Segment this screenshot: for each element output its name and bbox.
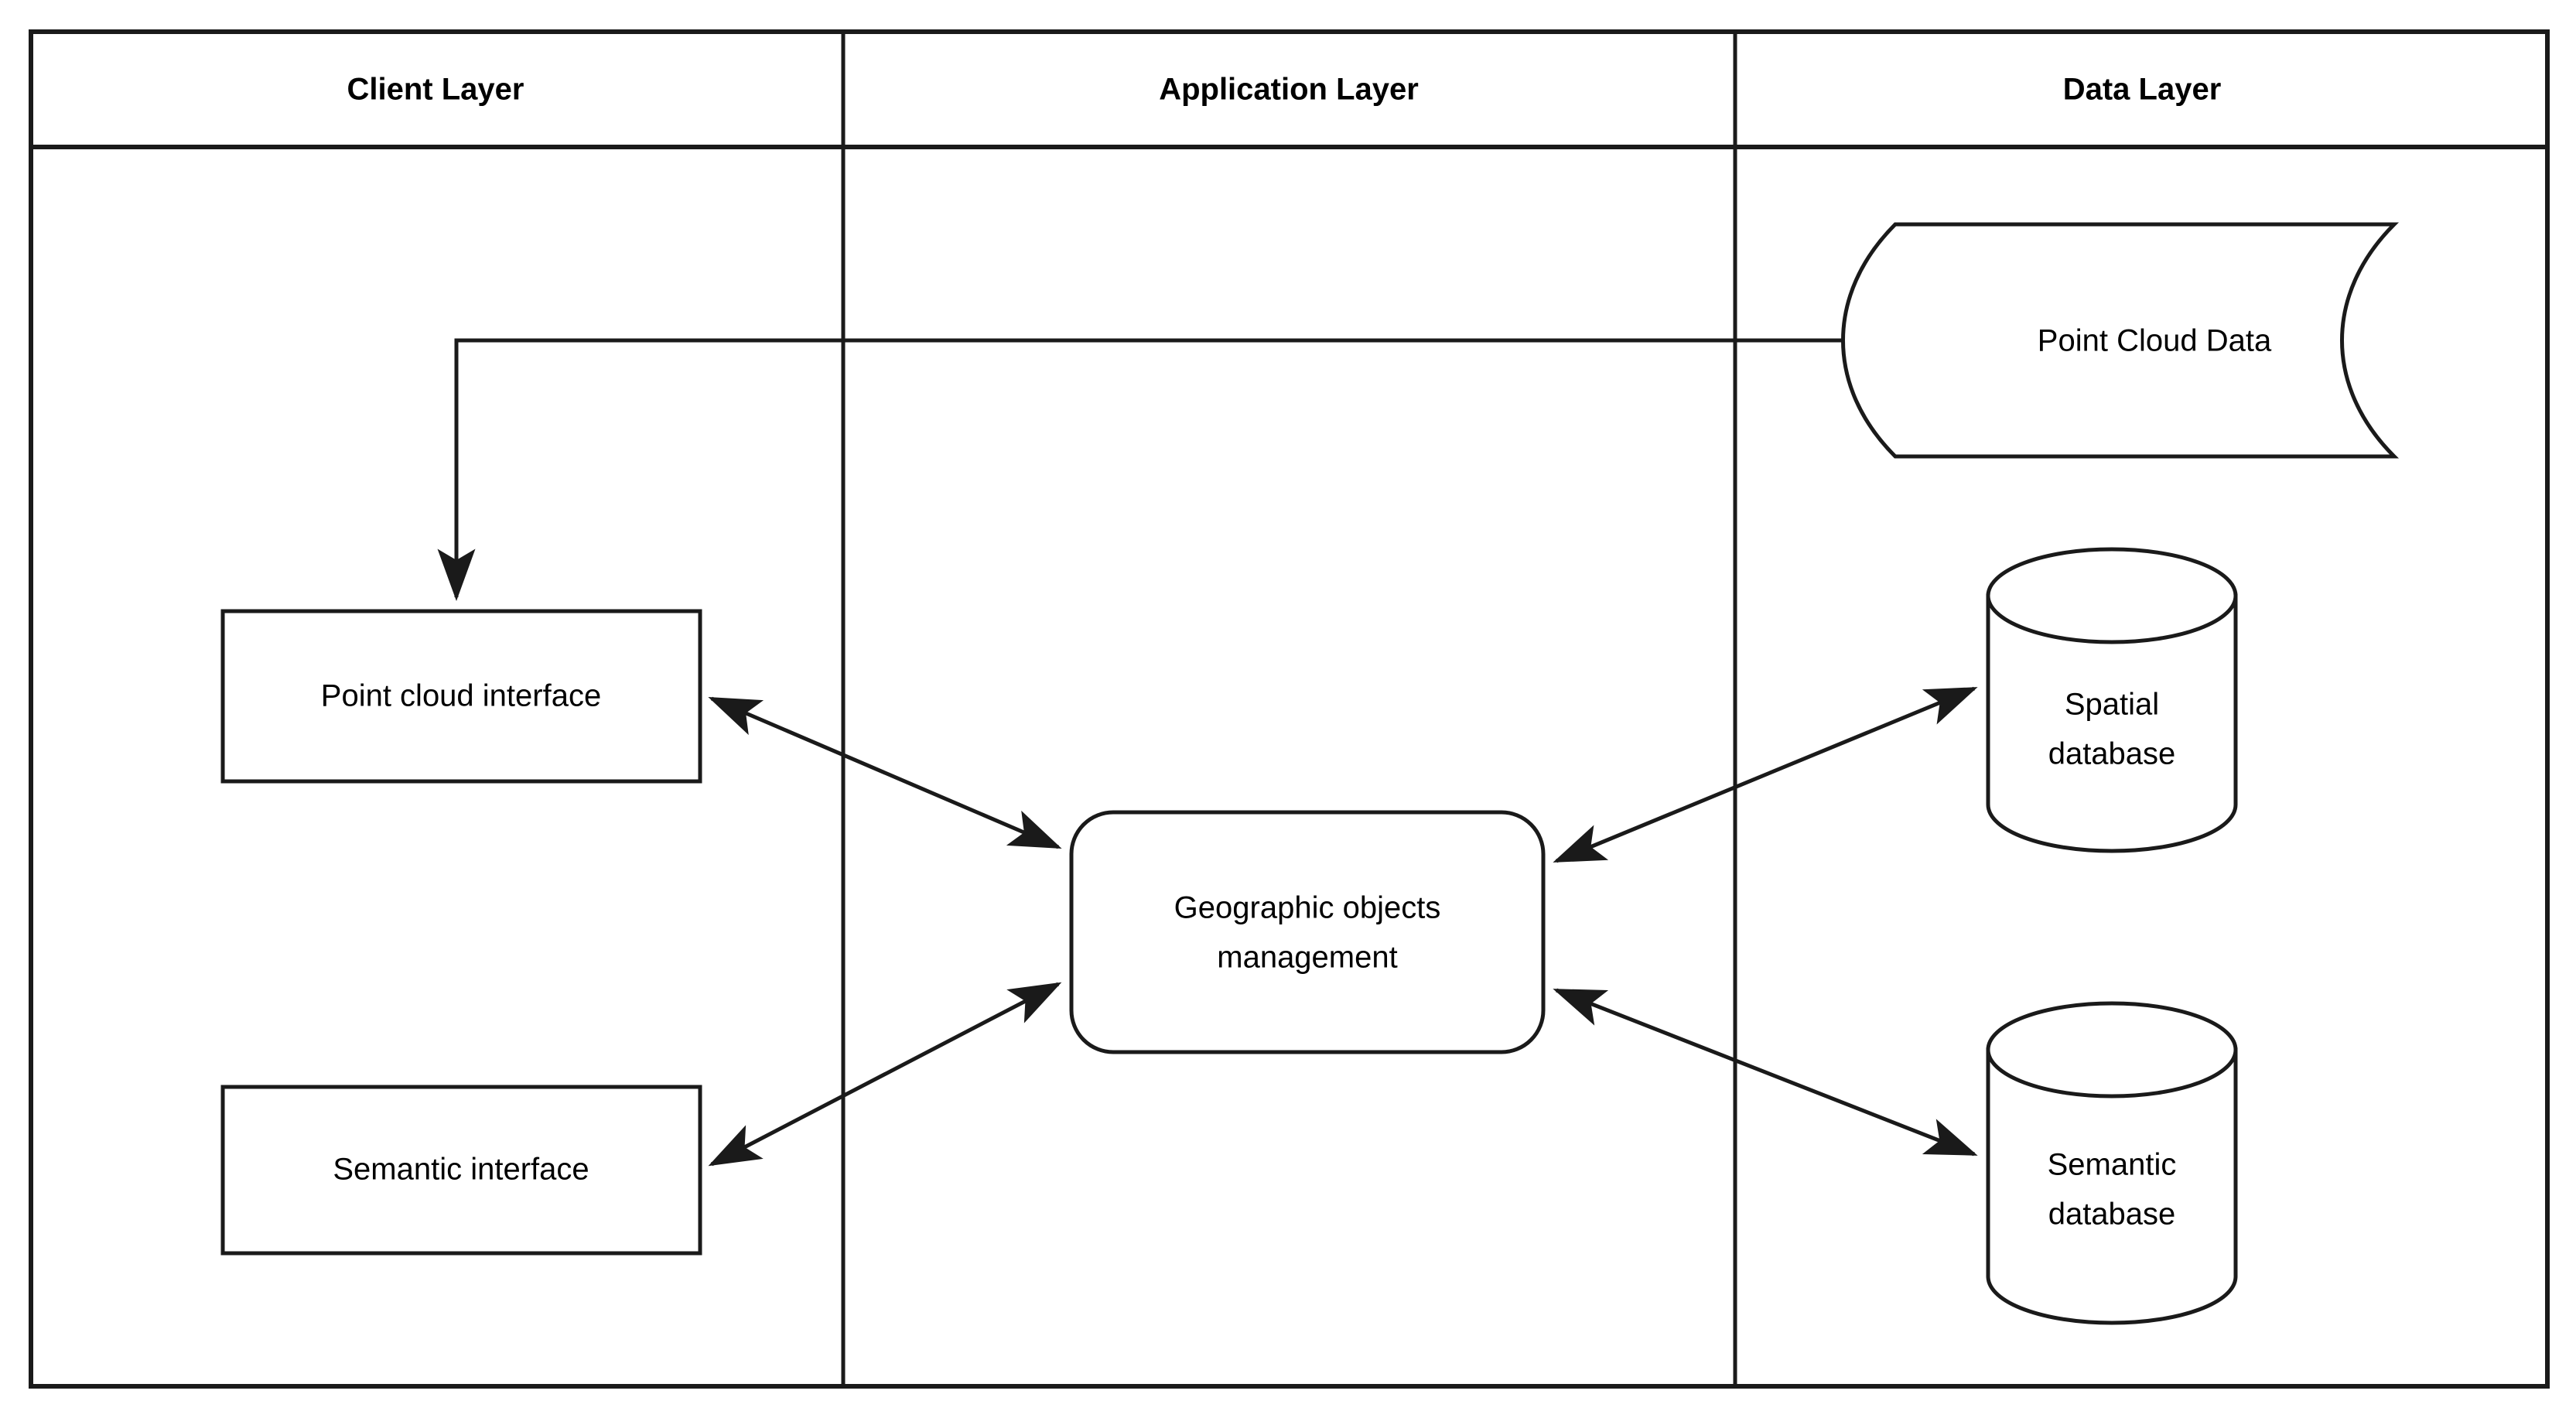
point-cloud-interface-label: Point cloud interface: [321, 679, 601, 713]
diagram-frame: [29, 29, 2550, 1389]
connector-geographic-objects-management-to-spatial-database: [1553, 686, 1978, 863]
point-cloud-interface-box[interactable]: [220, 609, 702, 784]
semantic-interface-box[interactable]: [220, 1085, 702, 1256]
semantic-interface-label: Semantic interface: [333, 1153, 589, 1187]
point-cloud-data-tape-shape[interactable]: [1841, 222, 2400, 459]
geographic-objects-management-label-line-1: Geographic objects: [1174, 891, 1441, 925]
geographic-objects-management-box[interactable]: [1069, 810, 1546, 1054]
spatial-database-cylinder-top: [1986, 547, 2238, 644]
connector-semantic-interface-to-geographic-objects-management: [708, 982, 1062, 1167]
semantic-database-label-line-1: Semantic: [2048, 1148, 2177, 1182]
node-semantic-database[interactable]: Semantic database: [1986, 1001, 2238, 1325]
connector-point-cloud-interface-to-geographic-objects-management: [708, 696, 1062, 849]
semantic-database-label-line-2: database: [2048, 1198, 2176, 1232]
node-point-cloud-data[interactable]: Point Cloud Data: [1841, 222, 2400, 459]
spatial-database-cylinder-body[interactable]: [1986, 593, 2238, 853]
connector-geographic-objects-management-to-semantic-database: [1553, 988, 1978, 1157]
node-spatial-database[interactable]: Spatial database: [1986, 547, 2238, 853]
node-geographic-objects-management[interactable]: Geographic objects management: [1069, 810, 1546, 1054]
node-point-cloud-interface[interactable]: Point cloud interface: [220, 609, 702, 784]
spatial-database-label-line-2: database: [2048, 737, 2176, 771]
lane-title-client: Client Layer: [347, 73, 524, 107]
node-semantic-interface[interactable]: Semantic interface: [220, 1085, 702, 1256]
point-cloud-data-label: Point Cloud Data: [2038, 324, 2272, 358]
semantic-database-cylinder-body[interactable]: [1986, 1047, 2238, 1325]
geographic-objects-management-label-line-2: management: [1217, 941, 1397, 975]
lane-title-application: Application Layer: [1159, 73, 1419, 107]
spatial-database-label-line-1: Spatial: [2065, 688, 2159, 722]
semantic-database-cylinder-top: [1986, 1001, 2238, 1099]
connector-point-cloud-data-to-point-cloud-interface: [437, 338, 1895, 601]
lane-title-data: Data Layer: [2063, 73, 2222, 107]
